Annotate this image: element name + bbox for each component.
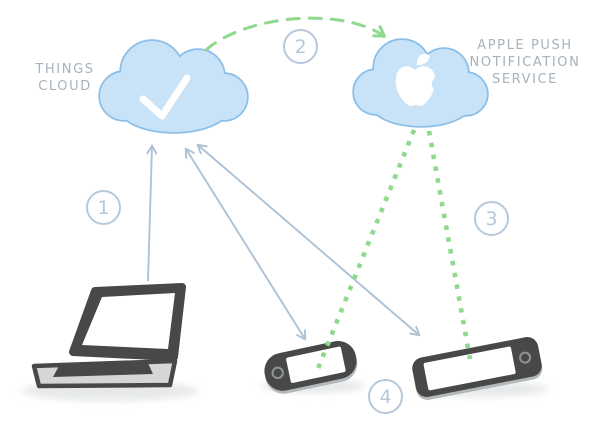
things-cloud-shape <box>98 39 249 134</box>
arrow-things-cloud-ipad <box>196 143 421 337</box>
step-badge-2: 2 <box>283 29 318 64</box>
step-badge-4: 4 <box>368 379 403 414</box>
iphone <box>264 340 358 394</box>
apns-cloud-label-line: APPLE PUSH <box>477 38 573 53</box>
laptop <box>31 283 186 389</box>
step-badge-1: 1 <box>86 190 121 225</box>
ipad <box>412 337 543 400</box>
step-badge-3: 3 <box>474 201 509 236</box>
push-apns-to-ipad <box>426 130 473 360</box>
arrow-laptop-to-things-cloud <box>146 144 158 282</box>
apple-logo-icon <box>395 53 446 106</box>
gray-arrows <box>146 143 421 341</box>
things-cloud-label-line: CLOUD <box>38 79 92 94</box>
arrow-things-cloud-to-apns <box>204 16 386 52</box>
arrow-things-cloud-iphone <box>184 147 307 341</box>
apns-cloud-label-line: NOTIFICATION <box>469 55 581 70</box>
things-cloud-label-line: THINGS <box>35 62 95 77</box>
things-cloud-label: THINGS CLOUD <box>22 61 108 95</box>
apns-cloud-label-line: SERVICE <box>491 72 558 87</box>
green-dotted-lines <box>314 129 473 372</box>
checkmark-icon <box>139 74 191 120</box>
apns-cloud-label: APPLE PUSH NOTIFICATION SERVICE <box>458 37 592 88</box>
push-apns-to-iphone <box>314 129 417 372</box>
apns-cloud-shape <box>352 38 489 128</box>
ipad-home-button <box>519 351 532 364</box>
iphone-home-button <box>271 366 284 380</box>
